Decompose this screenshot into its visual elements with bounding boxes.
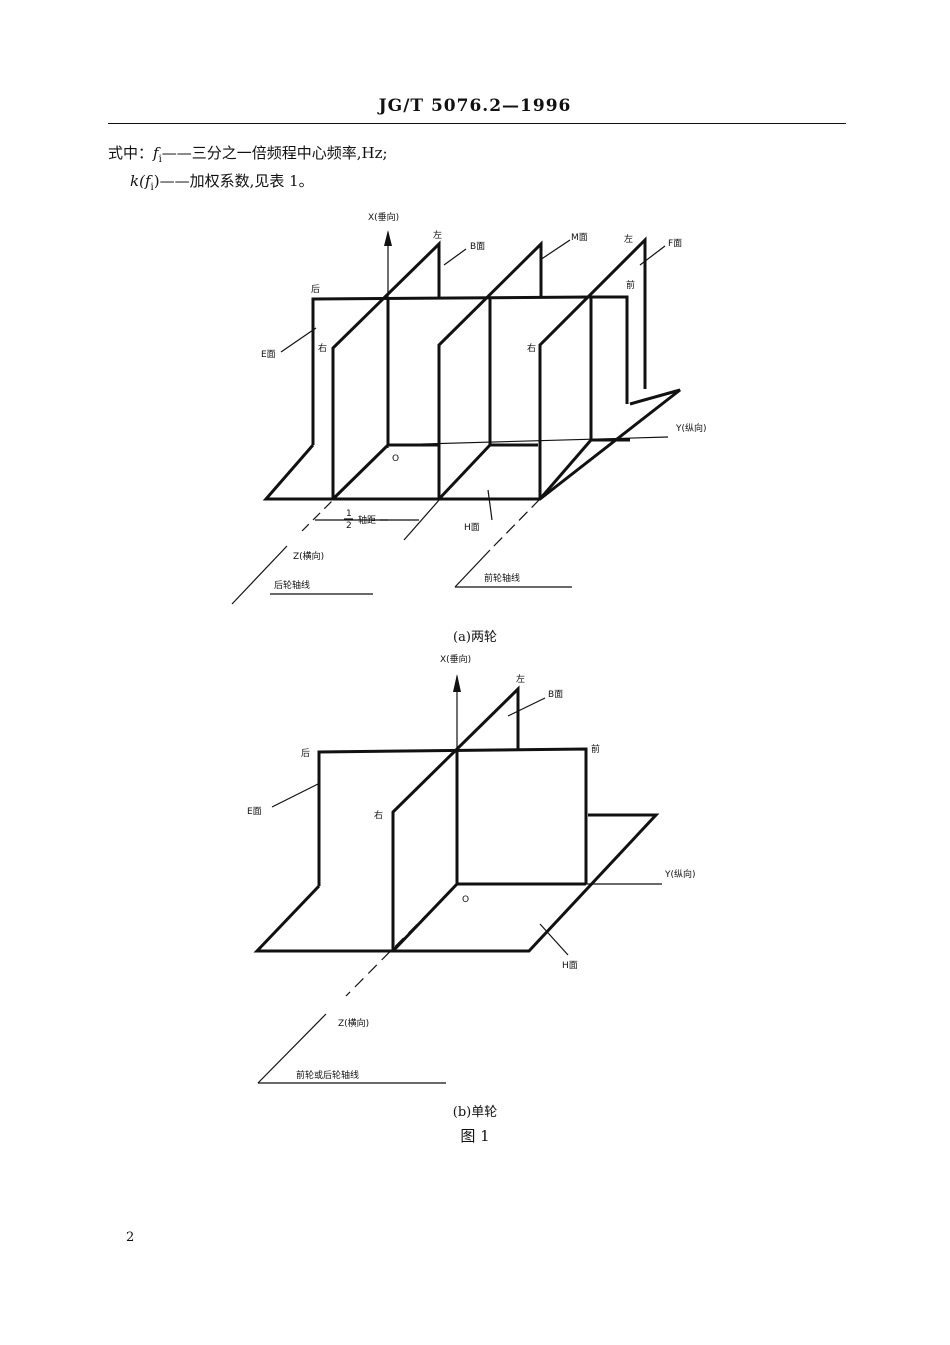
fig-a-left-label-1: 左 — [433, 229, 442, 241]
fig-b-right-label: 右 — [374, 809, 383, 821]
fig-a-f-face-label: F面 — [668, 238, 682, 249]
figure-a-caption: (a)两轮 — [453, 630, 497, 645]
formula-var-f2: f — [144, 172, 151, 190]
fig-a-axle-distance-label: 轴距 — [358, 514, 376, 526]
fig-a-e-face-label: E面 — [261, 349, 276, 360]
fig-b-b-leader — [507, 697, 546, 717]
fig-b-origin-label: O — [462, 895, 469, 905]
fig-a-front-label: 前 — [626, 279, 635, 291]
fig-a-left-label-2: 左 — [624, 233, 633, 245]
fig-a-x-axis-label: X(垂向) — [368, 211, 399, 223]
fig-a-m-leader — [539, 239, 571, 261]
fig-b-z-axis-line — [345, 883, 458, 997]
fig-b-e-face-label: E面 — [247, 806, 262, 817]
fig-b-b-face-label: B面 — [548, 689, 563, 700]
fig-a-rear-axle-label: 后轮轴线 — [274, 579, 310, 591]
fig-b-h-plane — [253, 813, 660, 953]
fig-b-front-label: 前 — [591, 743, 600, 755]
fig-a-f-plane — [538, 236, 647, 499]
fig-a-right-label-1: 右 — [318, 342, 327, 354]
fig-a-z-axis-label: Z(横向) — [293, 550, 324, 562]
formula-line-1: 式中：fi——三分之一倍频程中心频率,Hz; — [108, 142, 388, 165]
page-number: 2 — [126, 1230, 135, 1245]
fig-a-dimension-tick — [403, 498, 441, 541]
figure-b-caption: (b)单轮 — [452, 1105, 498, 1120]
fig-a-m-face-label: M面 — [571, 232, 588, 243]
fig-a-b-face-label: B面 — [470, 241, 485, 252]
fig-a-x-axis-arrow — [384, 230, 392, 246]
formula-definition-fi: ——三分之一倍频程中心频率,Hz; — [161, 144, 388, 162]
fig-a-e-leader — [280, 327, 317, 353]
fig-b-h-leader — [539, 923, 569, 956]
fig-a-rear-label: 后 — [311, 284, 320, 295]
formula-sub-i: i — [158, 154, 162, 165]
fig-b-left-label: 左 — [516, 673, 525, 685]
fig-a-e-plane — [311, 295, 592, 445]
fig-a-y-axis-label: Y(纵向) — [675, 422, 707, 434]
fig-b-rear-label: 后 — [301, 748, 310, 759]
fig-b-axle-label: 前轮或后轮轴线 — [296, 1069, 359, 1081]
fig-b-axle-line — [257, 1013, 327, 1084]
fig-a-front-axle-label: 前轮轴线 — [484, 572, 520, 584]
fig-b-e-plane — [317, 747, 588, 886]
fig-a-f-plane-diagonal — [538, 439, 593, 500]
fig-a-right-label-2: 右 — [527, 342, 536, 354]
fig-a-b-leader — [443, 248, 467, 266]
fig-a-front-axle-dash — [489, 498, 541, 551]
standard-code-header: JG/T 5076.2—1996 — [378, 96, 572, 116]
formula-sub-i2: i — [150, 182, 154, 193]
fig-a-f-leader — [639, 245, 666, 266]
fig-a-m-plane — [437, 240, 543, 499]
figure-title: 图 1 — [460, 1127, 490, 1145]
fig-a-z-axis-line — [301, 444, 389, 532]
fig-a-half-denominator: 2 — [346, 521, 352, 531]
formula-var-f: f — [153, 144, 159, 162]
fig-b-b-plane-diagonal — [391, 882, 459, 953]
fig-b-e-leader — [271, 783, 319, 808]
fig-a-h-face-label: H面 — [464, 522, 480, 533]
fig-a-half-numerator: 1 — [346, 509, 352, 519]
fig-a-front-axle-line — [454, 549, 491, 588]
fig-b-x-axis-label: X(垂向) — [440, 653, 471, 665]
formula-line-2: k(fi)——加权系数,见表 1。 — [130, 170, 314, 193]
fig-a-rear-axle-line — [231, 545, 288, 605]
fig-a-origin-label: O — [392, 454, 399, 464]
fig-b-z-axis-label: Z(横向) — [338, 1017, 369, 1029]
fig-a-m-plane-diagonal — [437, 443, 492, 501]
fig-b-x-axis-arrow — [453, 674, 461, 692]
fig-b-y-axis-label: Y(纵向) — [664, 868, 696, 880]
fig-b-h-face-label: H面 — [562, 960, 578, 971]
formula-prefix: 式中： — [108, 144, 154, 162]
formula-var-k: k( — [130, 172, 145, 190]
fig-a-h-leader — [487, 489, 493, 521]
header-rule — [108, 123, 846, 124]
fig-a-b-plane — [331, 240, 441, 499]
fig-a-front-frame — [591, 295, 629, 404]
formula-definition-k: )——加权系数,见表 1。 — [153, 172, 314, 190]
